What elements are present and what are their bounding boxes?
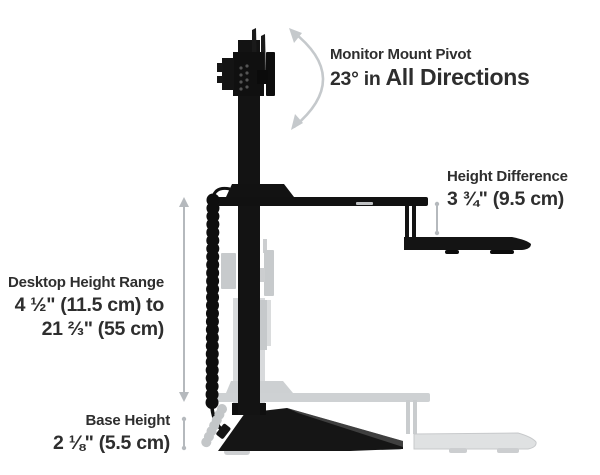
desktop-surface <box>208 184 428 206</box>
tray-bracket <box>405 206 409 238</box>
base-height-value: 2 ⅛" (5.5 cm) <box>53 432 170 454</box>
desktop-height-range-title: Desktop Height Range <box>7 274 164 291</box>
vesa-plate <box>266 52 275 96</box>
pivot-value-emphasis: All Directions <box>385 64 530 90</box>
pivot-value-prefix: 23° in <box>330 68 381 90</box>
pivot-title: Monitor Mount Pivot <box>330 46 472 63</box>
pole <box>238 40 260 415</box>
height-difference-arrow <box>434 201 440 236</box>
ghost-tray-bracket <box>413 400 417 434</box>
ghost-monitor-mount <box>221 239 274 350</box>
ghost-tray-foot <box>449 448 467 453</box>
height-difference-annotation: Height Difference 3 ¾" (9.5 cm) <box>447 167 568 210</box>
coiled-cable <box>199 186 231 452</box>
mount-springs <box>239 64 249 91</box>
tray-foot <box>445 250 459 254</box>
desktop-height-range-value-line2: 21 ⅔" (55 cm) <box>41 318 165 340</box>
tray-foot <box>490 250 514 254</box>
desktop-height-range-value-line1: 4 ½" (11.5 cm) to <box>14 294 165 316</box>
vesa-arm <box>257 70 268 84</box>
desktop-bracket <box>226 184 294 197</box>
base-height-title: Base Height <box>85 412 171 429</box>
ghost-cable-coil <box>199 404 227 452</box>
tray-bracket <box>412 206 416 238</box>
desktop-edge-highlight <box>356 202 373 205</box>
height-difference-value: 3 ¾" (9.5 cm) <box>447 188 564 210</box>
desktop-height-range-annotation: Desktop Height Range 4 ½" (11.5 cm) to 2… <box>0 273 164 340</box>
ghost-tray-foot <box>497 448 519 453</box>
base-highlight <box>287 408 403 447</box>
ghost-tray-bracket <box>406 400 410 434</box>
height-difference-title: Height Difference <box>447 168 568 185</box>
base-height-arrow <box>181 416 187 451</box>
pivot-arc-arrow <box>289 28 325 130</box>
keyboard-tray <box>404 206 531 254</box>
desktop-range-arrow <box>179 197 189 402</box>
monitor-mount <box>217 28 275 96</box>
ghost-desktop-surface <box>211 393 430 402</box>
base-height-annotation: Base Height 2 ⅛" (5.5 cm) <box>0 411 170 454</box>
cable-connector <box>216 423 231 439</box>
ghost-keyboard-tray <box>413 432 537 450</box>
